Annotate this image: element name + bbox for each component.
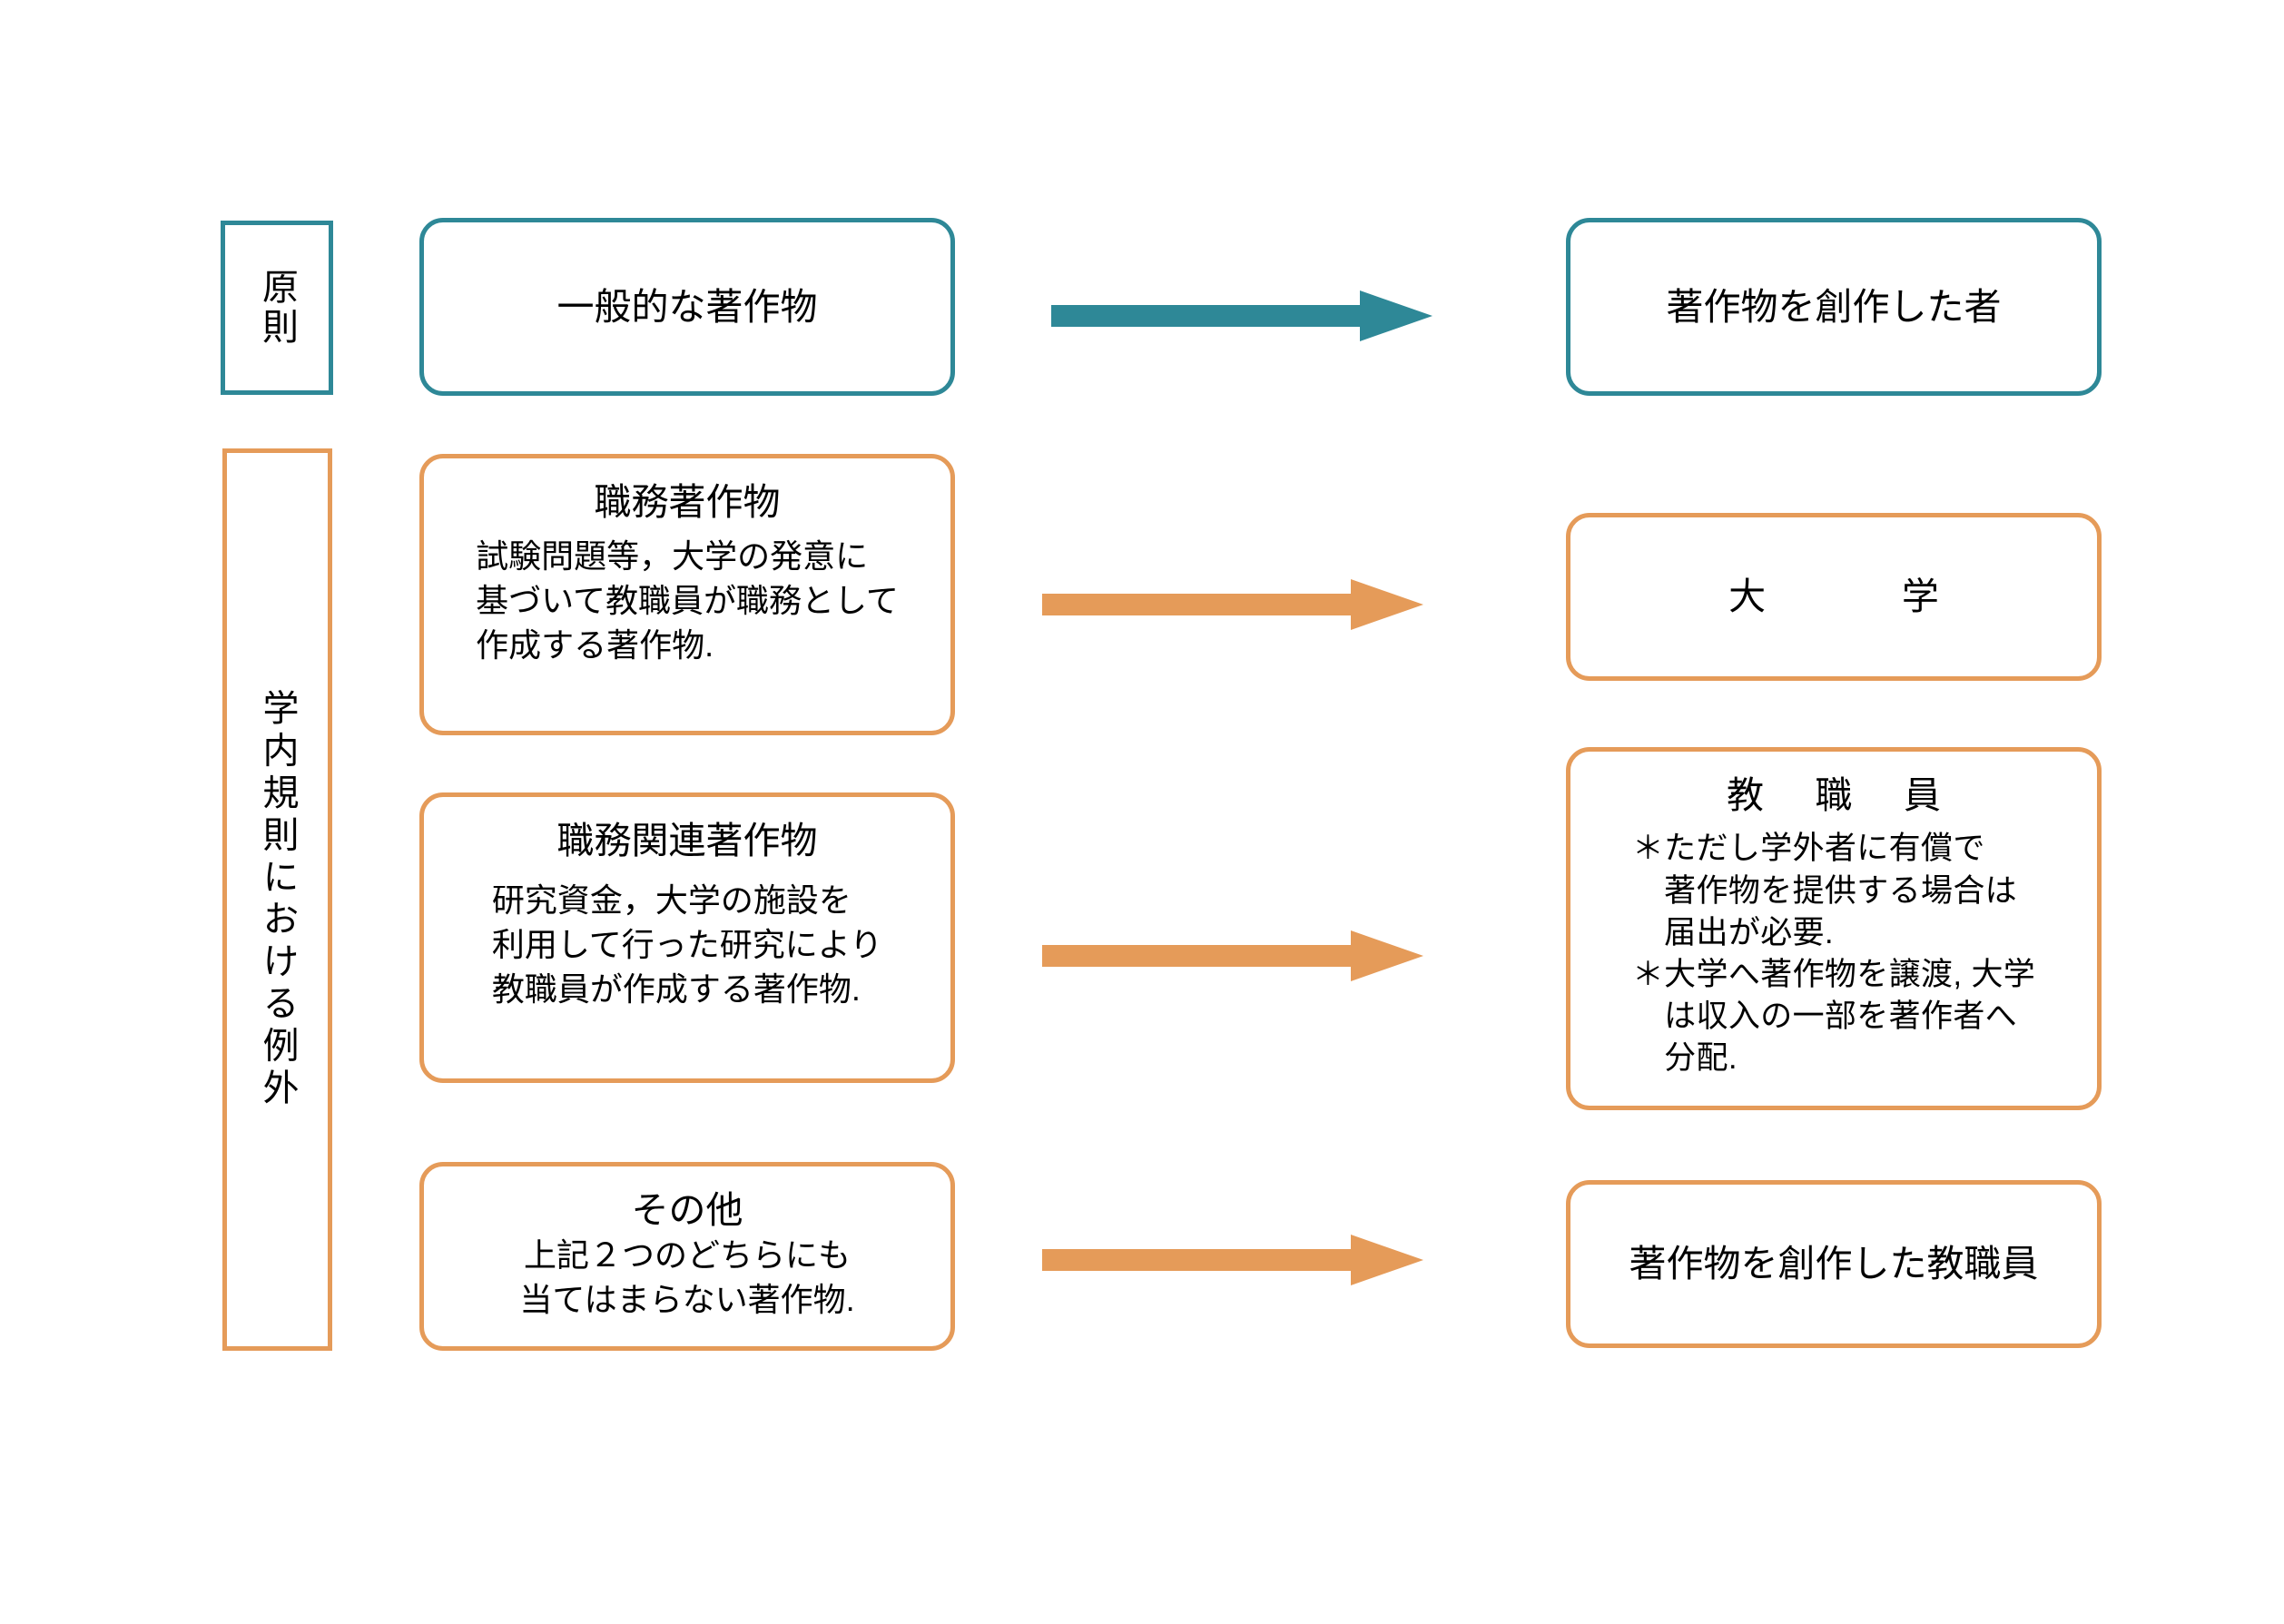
arrow-other	[1042, 1235, 1423, 1285]
source-title-general-work: 一般的な著作物	[556, 285, 818, 328]
target-box-creator: 著作物を創作した者	[1566, 218, 2102, 396]
category-label-principle: 原則	[257, 268, 297, 348]
category-box-principle: 原則	[221, 221, 333, 395]
source-box-work-for-hire: 職務著作物 試験問題等，大学の発意に 基づいて教職員が職務として 作成する著作物…	[419, 454, 955, 735]
arrow-work-for-hire	[1042, 579, 1423, 630]
source-body-other: 上記２つのどちらにも 当てはまらない著作物.	[519, 1236, 855, 1319]
source-title-other: その他	[631, 1189, 743, 1231]
source-body-duty-related: 研究資金，大学の施設を 利用して行った研究により 教職員が作成する著作物.	[491, 881, 883, 1009]
source-box-duty-related: 職務関連著作物 研究資金，大学の施設を 利用して行った研究により 教職員が作成す…	[419, 792, 955, 1083]
target-title-creator: 著作物を創作した者	[1666, 285, 2002, 328]
target-title-creator-faculty: 著作物を創作した教職員	[1629, 1243, 2039, 1285]
target-body-faculty-staff: ＊ただし学外者に有償で 著作物を提供する場合は 届出が必要. ＊大学へ著作物を譲…	[1631, 831, 2036, 1077]
arrow-duty-related	[1042, 930, 1423, 981]
target-title-faculty-staff: 教 職 員	[1727, 774, 1962, 816]
source-title-duty-related: 職務関連著作物	[556, 820, 818, 861]
category-label-exception: 学内規則における例外	[257, 689, 298, 1110]
target-box-university: 大 学	[1566, 513, 2102, 681]
source-body-work-for-hire: 試験問題等，大学の発意に 基づいて教職員が職務として 作成する著作物.	[476, 537, 899, 664]
target-box-creator-faculty: 著作物を創作した教職員	[1566, 1180, 2102, 1348]
category-box-exception: 学内規則における例外	[222, 448, 332, 1351]
target-box-faculty-staff: 教 職 員 ＊ただし学外者に有償で 著作物を提供する場合は 届出が必要. ＊大学…	[1566, 747, 2102, 1110]
source-box-other: その他 上記２つのどちらにも 当てはまらない著作物.	[419, 1162, 955, 1351]
target-title-university: 大 学	[1728, 576, 1960, 618]
arrow-principle	[1051, 290, 1432, 341]
source-box-general-work: 一般的な著作物	[419, 218, 955, 396]
source-title-work-for-hire: 職務著作物	[594, 481, 781, 523]
